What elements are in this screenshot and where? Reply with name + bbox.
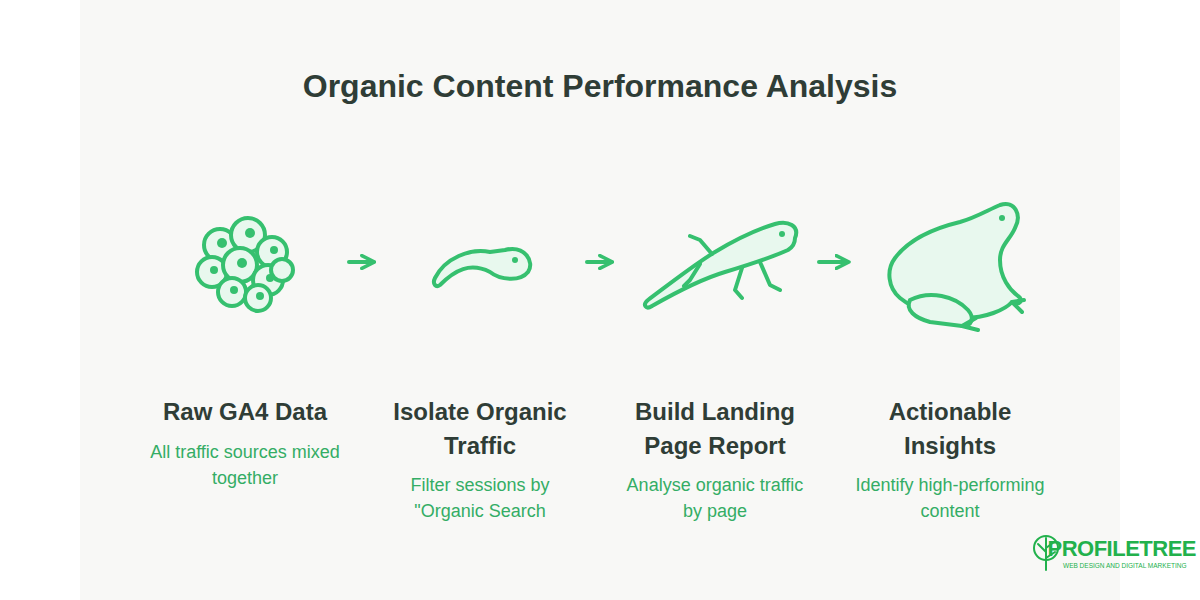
stage-node: Isolate Organic TrafficFilter sessions b… xyxy=(377,200,583,524)
stage-description: All traffic sources mixed together xyxy=(145,439,345,491)
flow-arrow xyxy=(819,260,847,264)
logo-tagline: WEB DESIGN AND DIGITAL MARKETING xyxy=(1063,562,1187,569)
stage-description: Identify high-performing content xyxy=(851,472,1048,524)
diagram-title: Organic Content Performance Analysis xyxy=(0,68,1200,105)
stage-heading: Actionable Insights xyxy=(851,395,1048,462)
stage-node: Actionable InsightsIdentify high-perform… xyxy=(851,200,1048,524)
stage-heading: Raw GA4 Data xyxy=(145,395,345,429)
stage-node: Build Landing Page ReportAnalyse organic… xyxy=(615,200,815,524)
stage-heading: Isolate Organic Traffic xyxy=(377,395,583,462)
stage-node: Raw GA4 DataAll traffic sources mixed to… xyxy=(145,200,345,491)
egg-cluster xyxy=(197,218,293,311)
tadpole-with-legs xyxy=(645,223,796,308)
stage-description: Filter sessions by "Organic Search xyxy=(377,472,583,524)
stage-description: Analyse organic traffic by page xyxy=(615,472,815,524)
logo-wordmark: PROFILETREE xyxy=(1047,536,1196,562)
flow-arrow xyxy=(349,260,373,264)
stage-heading: Build Landing Page Report xyxy=(615,395,815,462)
frog xyxy=(889,204,1020,318)
tadpole xyxy=(434,249,530,286)
flow-arrow xyxy=(587,260,611,264)
